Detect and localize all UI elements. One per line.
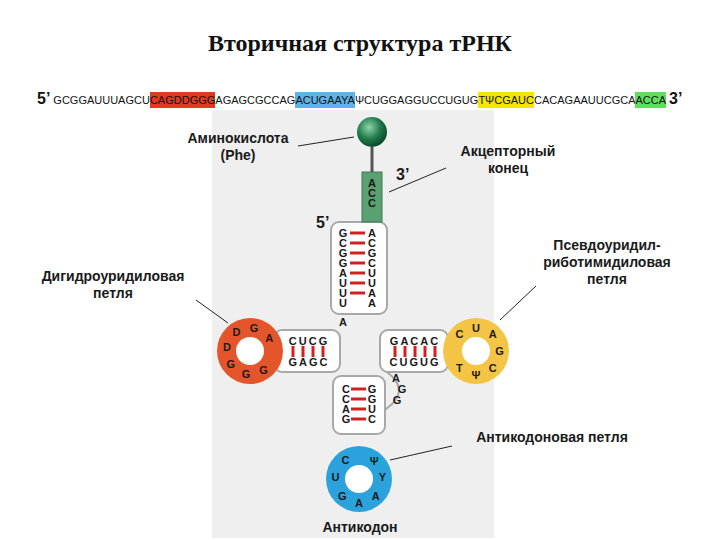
anticodon-stem-band: [333, 376, 385, 434]
title: Вторичная структура тРНК: [0, 30, 720, 57]
nucleotide: G: [250, 323, 259, 333]
sequence-end: 5’: [37, 88, 50, 110]
anticodon-loop: [326, 446, 392, 512]
amino-acid-ball: [357, 117, 387, 147]
sequence-row: 5’GCGGAUUUAGCUCAGDDGGGAGAGCGCCAGACUGAAYA…: [34, 88, 685, 110]
base-pairs: [293, 233, 435, 419]
sequence-part: AGAGCGCCAG: [215, 92, 295, 108]
callout-label: Аминокислота (Phe): [178, 130, 298, 164]
nucleotide: A: [355, 498, 363, 508]
stem-strand: GAGC: [289, 357, 330, 367]
highlighted-sequence: TΨCGAUC: [478, 92, 534, 108]
stem-strand: GACAC: [390, 336, 440, 346]
stem-strand: GGUC: [367, 384, 377, 424]
stem-strand: CUGUG: [390, 357, 441, 367]
base-pair-bar: [350, 242, 365, 245]
nucleotide: D: [223, 342, 231, 352]
callout-label: Антикодоновая петля: [452, 429, 652, 446]
t-stem-band: [380, 330, 448, 372]
base-pair-bar: [424, 346, 427, 357]
base-pair-bar: [434, 346, 437, 357]
nucleotide: A: [372, 491, 380, 501]
sequence-part: CACAGAAUUCGCA: [534, 92, 635, 108]
base-pair-bar: [394, 346, 397, 357]
base-pair-bar: [350, 232, 365, 235]
base-pair-bar: [350, 272, 365, 275]
stem-strand: ACGCUUAA: [367, 228, 377, 308]
nucleotide: C: [342, 455, 350, 465]
nucleotide: C: [455, 329, 463, 339]
base-pair-bar: [292, 346, 295, 357]
leader-line: [500, 286, 536, 320]
nucleotide: G: [338, 491, 347, 501]
stem-strand: CUCG: [289, 336, 329, 346]
base-pair-bar: [351, 388, 366, 391]
base-pair-bar: [414, 346, 417, 357]
nucleotide: G: [242, 369, 251, 379]
nucleotide: U: [472, 323, 480, 333]
nucleotide: G: [259, 365, 268, 375]
base-pair-bar: [351, 418, 366, 421]
highlighted-sequence: ACUGAAYA: [295, 92, 355, 108]
nucleotide: G: [398, 384, 407, 394]
sequence-part: ΨCUGGAGGUCCUGUG: [355, 92, 478, 108]
base-pair-bar: [302, 346, 305, 357]
callout-label: Псевдоуридил-риботимидиловая петля: [532, 237, 682, 288]
nucleotide: U: [332, 472, 340, 482]
sequence-end: 3’: [669, 88, 682, 110]
base-pair-bar: [350, 282, 365, 285]
acceptor-end-box: [362, 172, 382, 222]
base-pair-bar: [322, 346, 325, 357]
d-loop-hole: [236, 337, 264, 365]
stem-strand: CCAG: [341, 384, 351, 424]
nucleotide: C: [489, 363, 497, 373]
callout-label: Антикодон: [290, 519, 430, 536]
nucleotide: G: [495, 346, 504, 356]
nucleotide: A: [489, 329, 497, 339]
anticodon-loop-hole: [345, 465, 373, 493]
nucleotide: G: [226, 359, 235, 369]
nucleotide: Ψ: [370, 456, 379, 466]
base-pair-bar: [350, 292, 365, 295]
backdrop: [212, 110, 494, 538]
acceptor-stem-band: [331, 222, 387, 314]
end-label: 5’: [316, 214, 329, 232]
base-pair-bar: [350, 262, 365, 265]
nucleotide: G: [393, 395, 402, 405]
nucleotide: A: [265, 333, 273, 343]
base-pair-bar: [351, 408, 366, 411]
leader-line: [298, 137, 354, 146]
leader-lines: [196, 137, 536, 460]
base-pair-bar: [351, 398, 366, 401]
t-loop: [443, 318, 509, 384]
nucleotide: Ψ: [472, 370, 481, 380]
callout-label: Дигидроуридиловая петля: [20, 268, 206, 302]
stem-strand: GCGGAUUU: [338, 228, 348, 308]
highlighted-sequence: CAGDDGGG: [150, 92, 215, 108]
t-loop-hole: [462, 337, 490, 365]
highlighted-sequence: ACCA: [635, 92, 666, 108]
leader-line: [390, 446, 452, 460]
nucleotide: Y: [379, 472, 386, 482]
leader-line: [196, 300, 228, 323]
d-loop: [217, 318, 283, 384]
sequence-part: GCGGAUUUAGCU: [53, 92, 150, 108]
nucleotide: A: [339, 317, 347, 327]
callout-label: Акцепторный конец: [446, 143, 570, 177]
amino-link: [371, 147, 374, 172]
nucleotide: A: [392, 373, 400, 383]
nucleotide: D: [233, 327, 241, 337]
base-pair-bar: [350, 252, 365, 255]
stem-strand: ACC: [367, 178, 377, 208]
nucleotide: T: [456, 363, 463, 373]
end-label: 3’: [396, 166, 409, 184]
base-pair-bar: [404, 346, 407, 357]
d-stem-band: [274, 330, 340, 372]
base-pair-bar: [312, 346, 315, 357]
